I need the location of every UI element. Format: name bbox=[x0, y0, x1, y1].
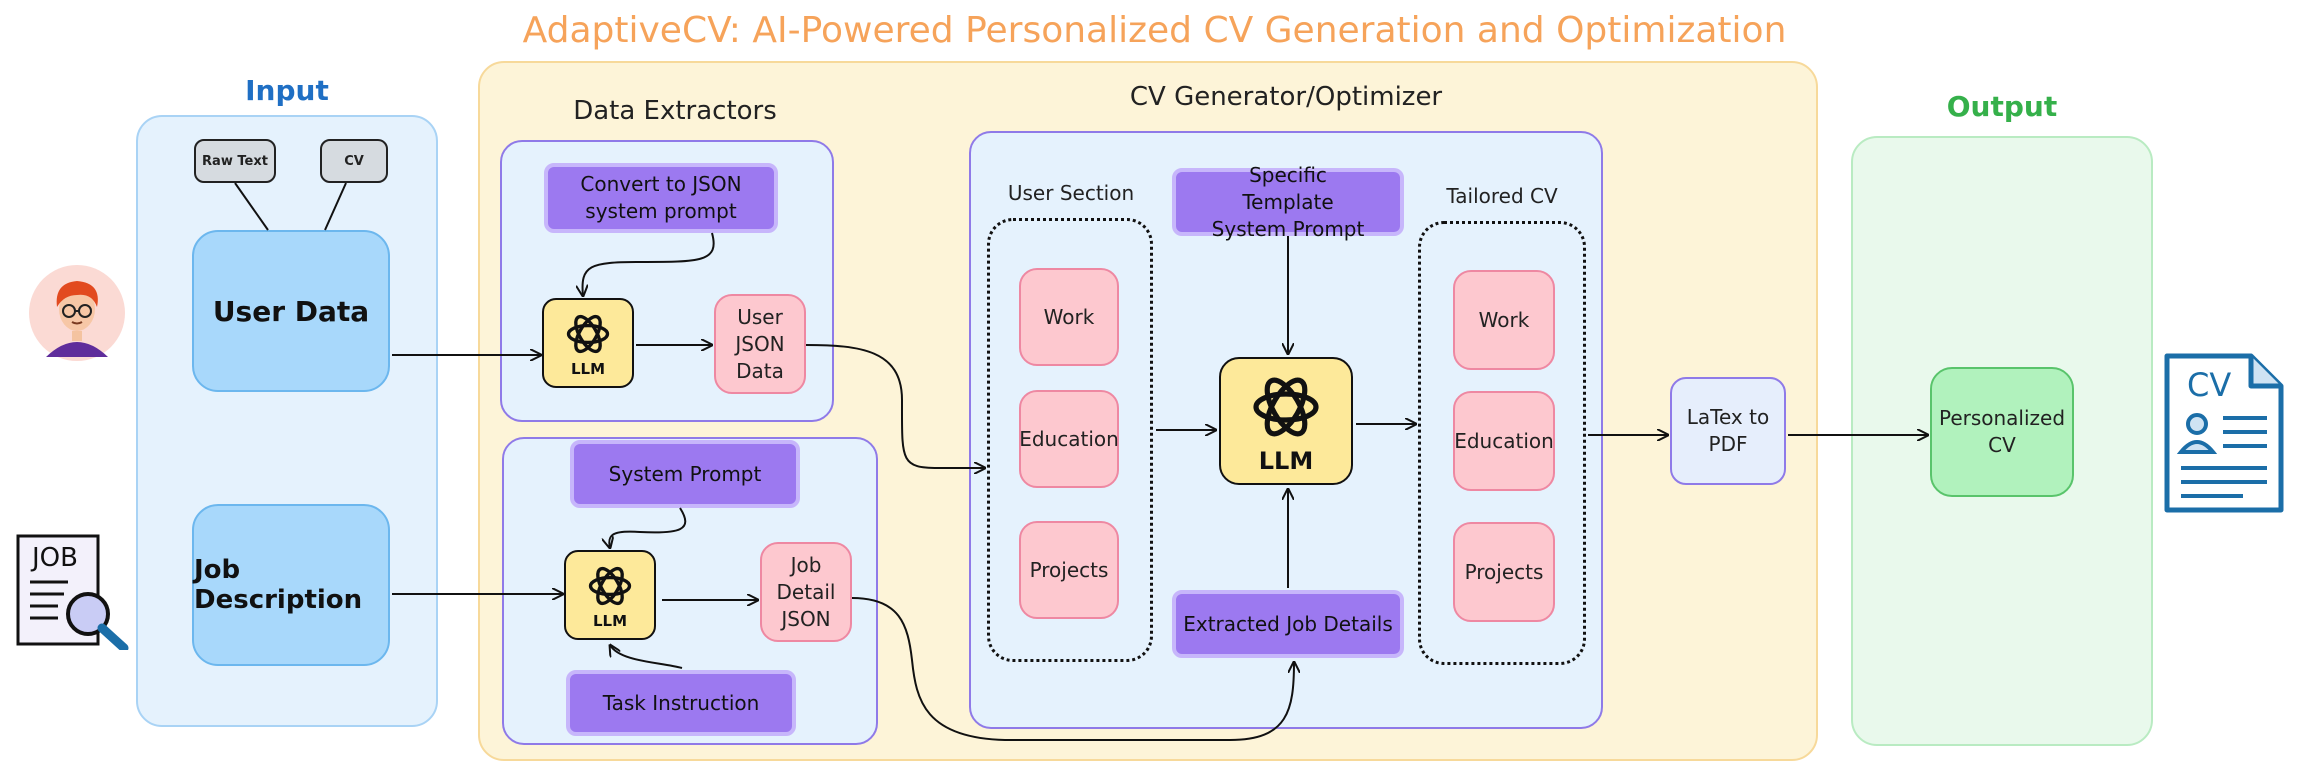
llm-logo-icon bbox=[566, 314, 610, 354]
llm-label: LLM bbox=[592, 612, 628, 630]
llm-logo-icon bbox=[588, 566, 632, 606]
job-llm-box: LLM bbox=[564, 550, 656, 640]
tailored-cv-container bbox=[1418, 221, 1586, 665]
latex-to-pdf-box: LaTex to PDF bbox=[1670, 377, 1786, 485]
user-section-container bbox=[987, 218, 1153, 662]
person-icon bbox=[29, 265, 125, 361]
user-data-box: User Data bbox=[192, 230, 390, 392]
user-json-arrow bbox=[805, 344, 985, 468]
tailored-cv-label: Tailored CV bbox=[1446, 184, 1558, 208]
task-instruction-arrow bbox=[610, 645, 683, 669]
raw-text-box: Raw Text bbox=[194, 139, 276, 183]
job-json-arrow bbox=[851, 597, 1294, 741]
generator-llm-box: LLM bbox=[1219, 357, 1353, 485]
user-work-box: Work bbox=[1019, 268, 1119, 366]
raw-text-connector bbox=[234, 182, 269, 231]
user-education-box: Education bbox=[1019, 390, 1119, 488]
system-prompt-box: System Prompt bbox=[570, 440, 800, 508]
template-prompt-box: Specific Template System Prompt bbox=[1172, 163, 1404, 241]
user-projects-box: Projects bbox=[1019, 521, 1119, 619]
llm-logo-icon bbox=[1253, 377, 1319, 437]
job-json-box: Job Detail JSON bbox=[760, 542, 852, 642]
user-llm-box: LLM bbox=[542, 298, 634, 388]
job-icon-text: JOB bbox=[30, 543, 78, 573]
job-document-icon: JOB bbox=[16, 534, 129, 650]
llm-label: LLM bbox=[1258, 447, 1314, 475]
job-description-box: Job Description bbox=[192, 504, 390, 666]
extractors-heading: Data Extractors bbox=[573, 96, 777, 126]
llm-label: LLM bbox=[570, 360, 606, 378]
extracted-job-details-box: Extracted Job Details bbox=[1172, 590, 1404, 658]
tailored-work-box: Work bbox=[1453, 270, 1555, 370]
cv-source-box: CV bbox=[320, 139, 388, 183]
cv-document-icon: CV bbox=[2164, 353, 2284, 513]
tailored-education-box: Education bbox=[1453, 391, 1555, 491]
diagram-title: AdaptiveCV: AI-Powered Personalized CV G… bbox=[522, 10, 1787, 51]
cv-connector bbox=[324, 182, 347, 231]
task-instruction-box: Task Instruction bbox=[566, 670, 796, 736]
convert-prompt-arrow bbox=[583, 232, 715, 296]
generator-heading: CV Generator/Optimizer bbox=[1129, 82, 1443, 112]
tailored-projects-box: Projects bbox=[1453, 522, 1555, 622]
output-heading: Output bbox=[1946, 90, 2058, 123]
personalized-cv-box: Personalized CV bbox=[1930, 367, 2074, 497]
user-json-box: User JSON Data bbox=[714, 294, 806, 394]
convert-json-prompt: Convert to JSON system prompt bbox=[544, 163, 778, 233]
input-heading: Input bbox=[245, 74, 329, 107]
system-prompt-arrow bbox=[609, 507, 687, 548]
cv-icon-text: CV bbox=[2187, 366, 2231, 404]
user-section-label: User Section bbox=[1007, 181, 1135, 205]
